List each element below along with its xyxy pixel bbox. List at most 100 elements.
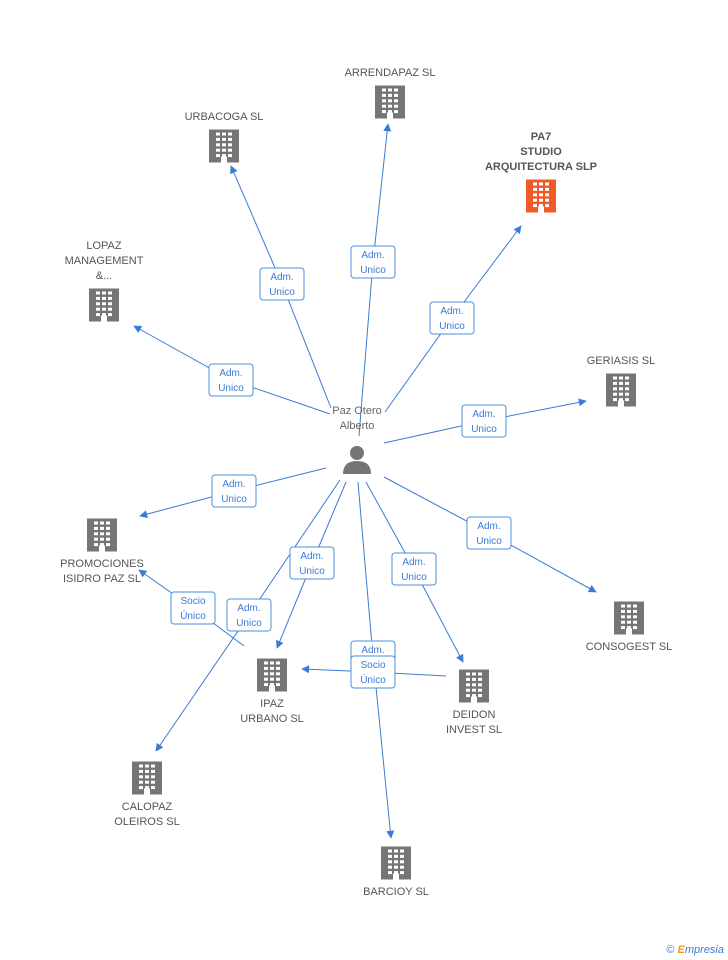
edge-label-text: Único — [180, 609, 206, 622]
company-name: GERIASIS SL — [587, 355, 655, 367]
edge-label-box — [461, 404, 507, 438]
company-name: &... — [96, 270, 113, 282]
edge-label-person-to-deidon[interactable]: Adm. Unico — [391, 552, 437, 586]
company-node-lopaz[interactable]: LOPAZ MANAGEMENT &... — [65, 240, 144, 322]
building-icon — [459, 669, 489, 703]
edge-label-text: Adm. — [270, 272, 293, 283]
company-name: IPAZ — [260, 698, 284, 710]
edge-label-text: Unico — [269, 287, 295, 298]
edge-label-text: Adm. — [300, 551, 323, 562]
brand-initial: E — [677, 944, 685, 956]
company-name: STUDIO — [520, 146, 562, 158]
edge-label-person-to-pa7[interactable]: Adm. Unico — [429, 301, 475, 335]
company-node-promociones[interactable]: PROMOCIONES ISIDRO PAZ SL — [60, 518, 144, 586]
company-name: MANAGEMENT — [65, 255, 144, 267]
building-icon — [257, 658, 287, 692]
edge-label-text: Unico — [299, 566, 325, 577]
company-node-arrendapaz[interactable]: ARRENDAPAZ SL — [345, 67, 436, 119]
edge-label-box — [226, 598, 272, 632]
edge-label-text: Adm. — [477, 521, 500, 532]
edge-label-text: Adm. — [440, 306, 463, 317]
company-node-geriasis[interactable]: GERIASIS SL — [587, 355, 655, 407]
edge-label-person-to-ipaz[interactable]: Adm. Unico — [289, 546, 335, 580]
brand-name: mpresia — [684, 944, 724, 956]
edge-label-box — [289, 546, 335, 580]
person-name: Paz Otero — [332, 405, 382, 417]
company-name: URBACOGA SL — [185, 111, 264, 123]
edge-label-text: Unico — [221, 494, 247, 505]
edge-label-text: Unico — [360, 265, 386, 276]
edge-label-text: Unico — [401, 572, 427, 583]
edge-label-box — [259, 267, 305, 301]
company-name: DEIDON — [453, 709, 496, 721]
edge-label-text: Unico — [236, 618, 262, 629]
person-name: Alberto — [340, 420, 375, 432]
edge-label-text: Adm. — [472, 409, 495, 420]
edge-label-box — [466, 516, 512, 550]
edge-label-box — [170, 591, 216, 625]
person-icon — [343, 446, 371, 474]
edge-label-text: Socio — [180, 596, 205, 607]
edge-label-text: Adm. — [361, 250, 384, 261]
edge-label-person-to-calopaz[interactable]: Adm. Unico — [226, 598, 272, 632]
building-icon — [606, 373, 636, 407]
edge-label-person-to-arrendapaz[interactable]: Adm. Unico — [350, 245, 396, 279]
edge-label-box — [211, 474, 257, 508]
company-name: OLEIROS SL — [114, 816, 179, 828]
edge-label-text: Unico — [439, 321, 465, 332]
edge-person-to-arrendapaz — [358, 123, 392, 437]
edge-label-box — [429, 301, 475, 335]
company-name: ISIDRO PAZ SL — [63, 573, 141, 585]
edge-label-person-to-geriasis[interactable]: Adm. Unico — [461, 404, 507, 438]
edge-label-person-to-urbacoga[interactable]: Adm. Unico — [259, 267, 305, 301]
empresia-watermark: © Empresia — [666, 944, 724, 956]
company-node-ipaz[interactable]: IPAZ URBANO SL — [240, 658, 304, 726]
edge-label-text: Único — [360, 673, 386, 686]
edge-label-text: Adm. — [222, 479, 245, 490]
company-name: CONSOGEST SL — [586, 641, 673, 653]
building-icon — [381, 846, 411, 880]
edge-label-box — [350, 655, 396, 689]
company-name: URBANO SL — [240, 713, 304, 725]
edge-label-text: Unico — [218, 383, 244, 394]
edge-label-person-to-promociones[interactable]: Adm. Unico — [211, 474, 257, 508]
edge-label-box — [350, 245, 396, 279]
edge-label-text: Adm. — [219, 368, 242, 379]
company-node-urbacoga[interactable]: URBACOGA SL — [185, 111, 264, 163]
edge-label-box — [391, 552, 437, 586]
building-icon — [614, 601, 644, 635]
building-icon — [375, 85, 405, 119]
company-node-barcioy[interactable]: BARCIOY SL — [363, 846, 429, 899]
edge-label-text: Unico — [471, 424, 497, 435]
edge-label-text: Adm. — [237, 603, 260, 614]
building-icon — [526, 179, 556, 213]
edge-label-text: Adm. — [361, 645, 384, 656]
edge-label-box — [208, 363, 254, 397]
company-name: INVEST SL — [446, 724, 502, 736]
company-name: PA7 — [531, 131, 552, 143]
company-name: PROMOCIONES — [60, 558, 144, 570]
edge-label-text: Unico — [476, 536, 502, 547]
company-name: LOPAZ — [86, 240, 122, 252]
company-name: ARRENDAPAZ SL — [345, 67, 436, 79]
building-icon — [89, 288, 119, 322]
edge-label-person-to-consogest[interactable]: Adm. Unico — [466, 516, 512, 550]
edge-label-text: Socio — [360, 660, 385, 671]
company-name: ARQUITECTURA SLP — [485, 161, 597, 173]
building-icon — [132, 761, 162, 795]
edge-label-text: Adm. — [402, 557, 425, 568]
company-name: CALOPAZ — [122, 801, 173, 813]
company-node-calopaz[interactable]: CALOPAZ OLEIROS SL — [114, 761, 180, 829]
company-name: BARCIOY SL — [363, 886, 429, 898]
building-icon — [209, 129, 239, 163]
building-icon — [87, 518, 117, 552]
company-node-consogest[interactable]: CONSOGEST SL — [586, 601, 673, 654]
company-node-deidon[interactable]: DEIDON INVEST SL — [446, 669, 502, 737]
edge-label-person-to-lopaz[interactable]: Adm. Unico — [208, 363, 254, 397]
copyright-symbol: © — [666, 944, 675, 956]
